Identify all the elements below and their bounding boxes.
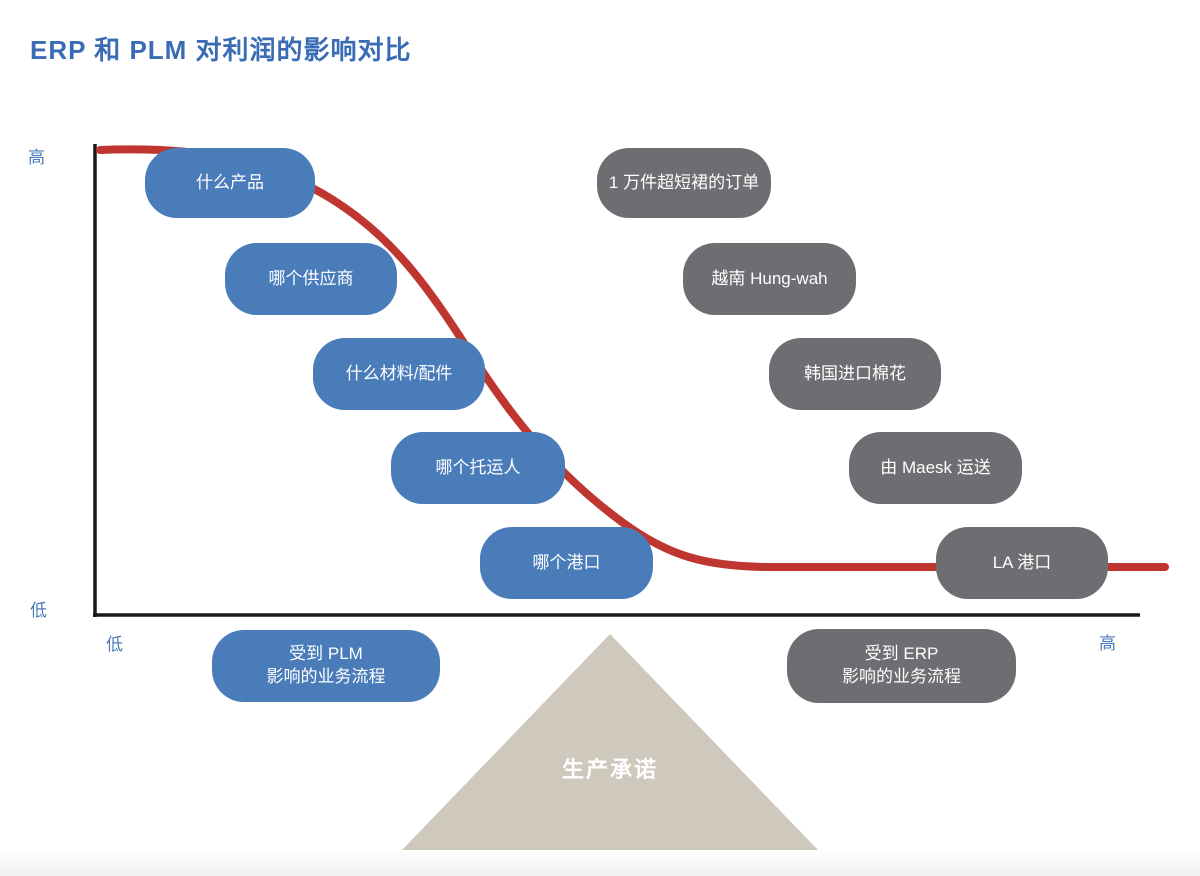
erp-box-label: 韩国进口棉花 <box>804 363 906 383</box>
erp-box-maesk: 由 Maesk 运送 <box>849 432 1022 504</box>
y-axis-label-low: 低 <box>30 601 47 620</box>
erp-box-label: LA 港口 <box>992 552 1052 572</box>
page-bottom-edge <box>0 850 1200 876</box>
erp-box-order: 1 万件超短裙的订单 <box>597 148 771 218</box>
x-axis-label-high: 高 <box>1099 634 1116 653</box>
legend-erp-processes: 受到 ERP 影响的业务流程 <box>787 629 1016 703</box>
erp-box-label: 1 万件超短裙的订单 <box>608 172 760 192</box>
y-axis-label-high: 高 <box>28 148 45 167</box>
legend-erp-label: 受到 ERP 影响的业务流程 <box>842 644 961 686</box>
legend-plm-label: 受到 PLM 影响的业务流程 <box>266 644 386 686</box>
triangle-label: 生产承诺 <box>561 757 658 782</box>
erp-box-label: 越南 Hung-wah <box>711 268 828 288</box>
plm-box-what-material: 什么材料/配件 <box>313 338 485 410</box>
plm-box-label: 哪个港口 <box>532 552 601 572</box>
erp-box-korea-cotton: 韩国进口棉花 <box>769 338 941 410</box>
page-title: ERP 和 PLM 对利润的影响对比 <box>30 35 412 65</box>
erp-box-la-port: LA 港口 <box>936 527 1108 599</box>
erp-box-label: 由 Maesk 运送 <box>880 457 991 477</box>
plm-box-label: 什么材料/配件 <box>345 363 453 383</box>
plm-box-label: 哪个托运人 <box>435 457 521 477</box>
x-axis-label-low: 低 <box>106 635 123 654</box>
erp-box-vietnam: 越南 Hung-wah <box>683 243 856 315</box>
plm-box-what-product: 什么产品 <box>145 148 315 218</box>
plm-box-label: 哪个供应商 <box>268 268 354 288</box>
legend-plm-processes: 受到 PLM 影响的业务流程 <box>212 630 440 702</box>
plm-box-which-supplier: 哪个供应商 <box>225 243 397 315</box>
plm-box-label: 什么产品 <box>196 172 264 192</box>
plm-box-which-port: 哪个港口 <box>480 527 653 599</box>
plm-box-which-forwarder: 哪个托运人 <box>391 432 565 504</box>
